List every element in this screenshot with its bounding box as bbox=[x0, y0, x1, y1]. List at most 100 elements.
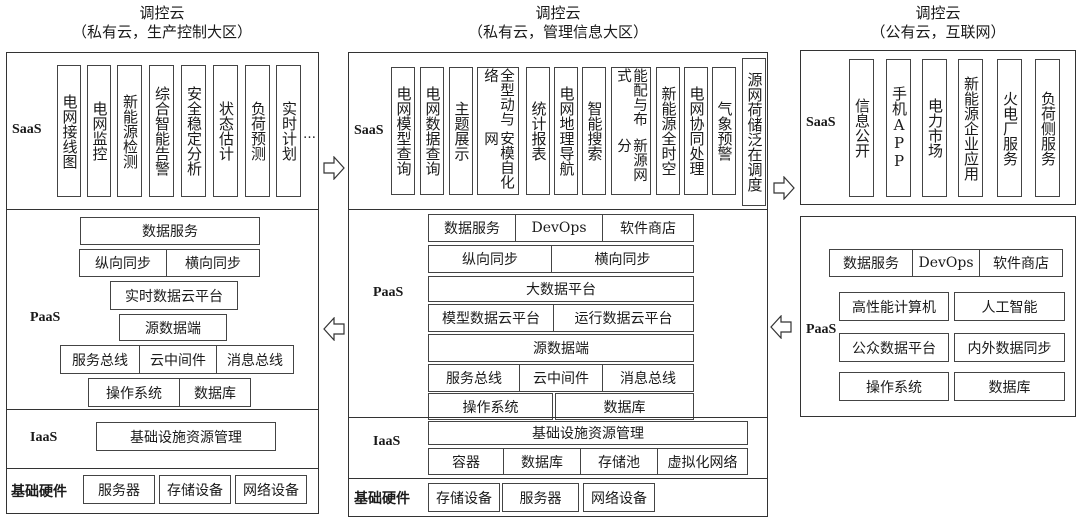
saas-item-col: 能配与布式 bbox=[615, 68, 647, 126]
saas-item: 电网接线图 bbox=[57, 65, 81, 197]
paas-item: 数据服务 bbox=[829, 249, 913, 277]
saas-item: 电网地理导航 bbox=[554, 67, 578, 195]
right-title-line2: （公有云，互联网） bbox=[870, 23, 1006, 41]
middle-paas-section: PaaS 数据服务 DevOps 软件商店 纵向同步 横向同步 大数据平台 模型… bbox=[349, 209, 767, 420]
right-saas-panel: SaaS 信息公开 手机APP 电力市场 新能源企业应用 火电厂服务 负荷侧服务 bbox=[800, 50, 1076, 205]
saas-item: 电网模型查询 bbox=[391, 67, 415, 195]
paas-item: 大数据平台 bbox=[428, 276, 694, 302]
right-saas-label: SaaS bbox=[806, 115, 836, 130]
saas-item: 主题展示 bbox=[449, 67, 473, 195]
right-to-middle-paas-arrow bbox=[770, 315, 792, 339]
left-paas-section: PaaS 数据服务 纵向同步 横向同步 实时数据云平台 源数据端 服务总线 云中… bbox=[7, 209, 318, 409]
ellipsis: … bbox=[303, 127, 316, 142]
saas-item: 智能搜索 bbox=[582, 67, 606, 195]
iaas-item: 基础设施资源管理 bbox=[96, 422, 276, 451]
left-hardware-label: 基础硬件 bbox=[11, 485, 67, 500]
left-paas-label: PaaS bbox=[30, 310, 61, 325]
saas-item: 新能源全时空 bbox=[656, 67, 680, 195]
left-to-middle-saas-arrow bbox=[323, 156, 345, 180]
paas-item: 源数据端 bbox=[428, 334, 694, 362]
paas-item: 数据库 bbox=[179, 378, 251, 407]
paas-item: 实时数据云平台 bbox=[110, 281, 238, 310]
left-saas-label: SaaS bbox=[12, 122, 42, 137]
paas-item: 操作系统 bbox=[839, 372, 949, 401]
middle-saas-label: SaaS bbox=[354, 123, 384, 138]
paas-item: 数据服务 bbox=[80, 217, 260, 245]
left-panel: SaaS 电网接线图 电网监控 新能源检测 综合智能告警 安全稳定分析 状态估计… bbox=[6, 52, 319, 514]
saas-item: 状态估计 bbox=[213, 65, 238, 197]
hardware-item: 网络设备 bbox=[583, 483, 655, 512]
paas-item: 公众数据平台 bbox=[839, 333, 949, 362]
middle-title-line1: 调控云 bbox=[535, 4, 581, 22]
middle-panel-title: 调控云 （私有云，管理信息大区） bbox=[348, 4, 768, 42]
iaas-item: 存储池 bbox=[580, 448, 658, 475]
paas-item: 服务总线 bbox=[60, 345, 140, 374]
paas-item: 模型数据云平台 bbox=[428, 304, 554, 332]
middle-to-right-saas-arrow bbox=[773, 176, 795, 200]
middle-to-left-paas-arrow bbox=[323, 317, 345, 341]
middle-saas-section: SaaS 电网模型查询 电网数据查询 主题展示 全型动与络安模自化网 统计报表 … bbox=[349, 53, 767, 209]
paas-item: 运行数据云平台 bbox=[553, 304, 694, 332]
middle-paas-label: PaaS bbox=[373, 285, 404, 300]
hardware-item: 存储设备 bbox=[159, 475, 231, 504]
paas-item: 数据库 bbox=[954, 372, 1065, 401]
paas-item: 服务总线 bbox=[428, 364, 520, 392]
hardware-item: 服务器 bbox=[502, 483, 579, 512]
paas-item: 操作系统 bbox=[88, 378, 180, 407]
iaas-item: 容器 bbox=[428, 448, 504, 475]
middle-iaas-label: IaaS bbox=[373, 434, 401, 449]
saas-item: 负荷预测 bbox=[245, 65, 270, 197]
saas-item: 电力市场 bbox=[922, 59, 947, 197]
saas-item: 信息公开 bbox=[849, 59, 874, 197]
iaas-item: 基础设施资源管理 bbox=[428, 421, 748, 445]
paas-item: 横向同步 bbox=[166, 249, 260, 277]
hardware-item: 网络设备 bbox=[235, 475, 307, 504]
iaas-item: 虚拟化网络 bbox=[657, 448, 748, 475]
paas-item: 内外数据同步 bbox=[954, 333, 1065, 362]
paas-item: 源数据端 bbox=[119, 314, 227, 341]
paas-item: 人工智能 bbox=[954, 292, 1065, 321]
left-saas-section: SaaS 电网接线图 电网监控 新能源检测 综合智能告警 安全稳定分析 状态估计… bbox=[7, 53, 318, 209]
paas-item: 消息总线 bbox=[602, 364, 694, 392]
paas-item: 云中间件 bbox=[519, 364, 603, 392]
paas-item: 横向同步 bbox=[551, 245, 694, 273]
saas-item: 负荷侧服务 bbox=[1035, 59, 1060, 197]
middle-hardware-section: 基础硬件 存储设备 服务器 网络设备 bbox=[349, 478, 767, 516]
saas-item: 新能源企业应用 bbox=[958, 59, 983, 197]
paas-item: 纵向同步 bbox=[428, 245, 552, 273]
saas-item: 新能源检测 bbox=[117, 65, 142, 197]
saas-item-col: 全型动与络 bbox=[482, 68, 514, 126]
paas-item: 纵向同步 bbox=[79, 249, 167, 277]
paas-item: DevOps bbox=[912, 249, 980, 277]
saas-item: 电网数据查询 bbox=[420, 67, 444, 195]
right-paas-label: PaaS bbox=[806, 322, 837, 337]
saas-item-col: 新源网分 bbox=[615, 138, 647, 182]
paas-item: 云中间件 bbox=[139, 345, 217, 374]
saas-item-col: 安模自化网 bbox=[482, 131, 514, 189]
left-panel-title: 调控云 （私有云，生产控制大区） bbox=[6, 4, 318, 42]
right-panel-title: 调控云 （公有云，互联网） bbox=[800, 4, 1076, 42]
saas-item: 气象预警 bbox=[712, 67, 736, 195]
saas-item: 电网监控 bbox=[87, 65, 111, 197]
left-hardware-section: 基础硬件 服务器 存储设备 网络设备 bbox=[7, 468, 318, 513]
hardware-item: 服务器 bbox=[83, 475, 155, 504]
saas-item: 综合智能告警 bbox=[149, 65, 174, 197]
left-title-line2: （私有云，生产控制大区） bbox=[71, 23, 252, 41]
paas-item: 消息总线 bbox=[216, 345, 294, 374]
left-iaas-label: IaaS bbox=[30, 430, 58, 445]
paas-item: 软件商店 bbox=[602, 214, 694, 242]
left-title-line1: 调控云 bbox=[139, 4, 185, 22]
middle-iaas-section: IaaS 基础设施资源管理 容器 数据库 存储池 虚拟化网络 bbox=[349, 417, 767, 478]
right-title-line1: 调控云 bbox=[915, 4, 961, 22]
middle-panel: SaaS 电网模型查询 电网数据查询 主题展示 全型动与络安模自化网 统计报表 … bbox=[348, 52, 768, 517]
paas-item: 高性能计算机 bbox=[839, 292, 949, 321]
saas-item: 电网协同处理 bbox=[684, 67, 708, 195]
saas-item: 火电厂服务 bbox=[997, 59, 1022, 197]
saas-item: 统计报表 bbox=[526, 67, 550, 195]
middle-title-line2: （私有云，管理信息大区） bbox=[467, 23, 648, 41]
saas-item-two-column: 能配与布式新源网分 bbox=[611, 67, 651, 195]
paas-item: 软件商店 bbox=[979, 249, 1063, 277]
paas-item: 数据库 bbox=[555, 393, 694, 420]
saas-item: 实时计划 bbox=[276, 65, 301, 197]
saas-item: 安全稳定分析 bbox=[181, 65, 206, 197]
